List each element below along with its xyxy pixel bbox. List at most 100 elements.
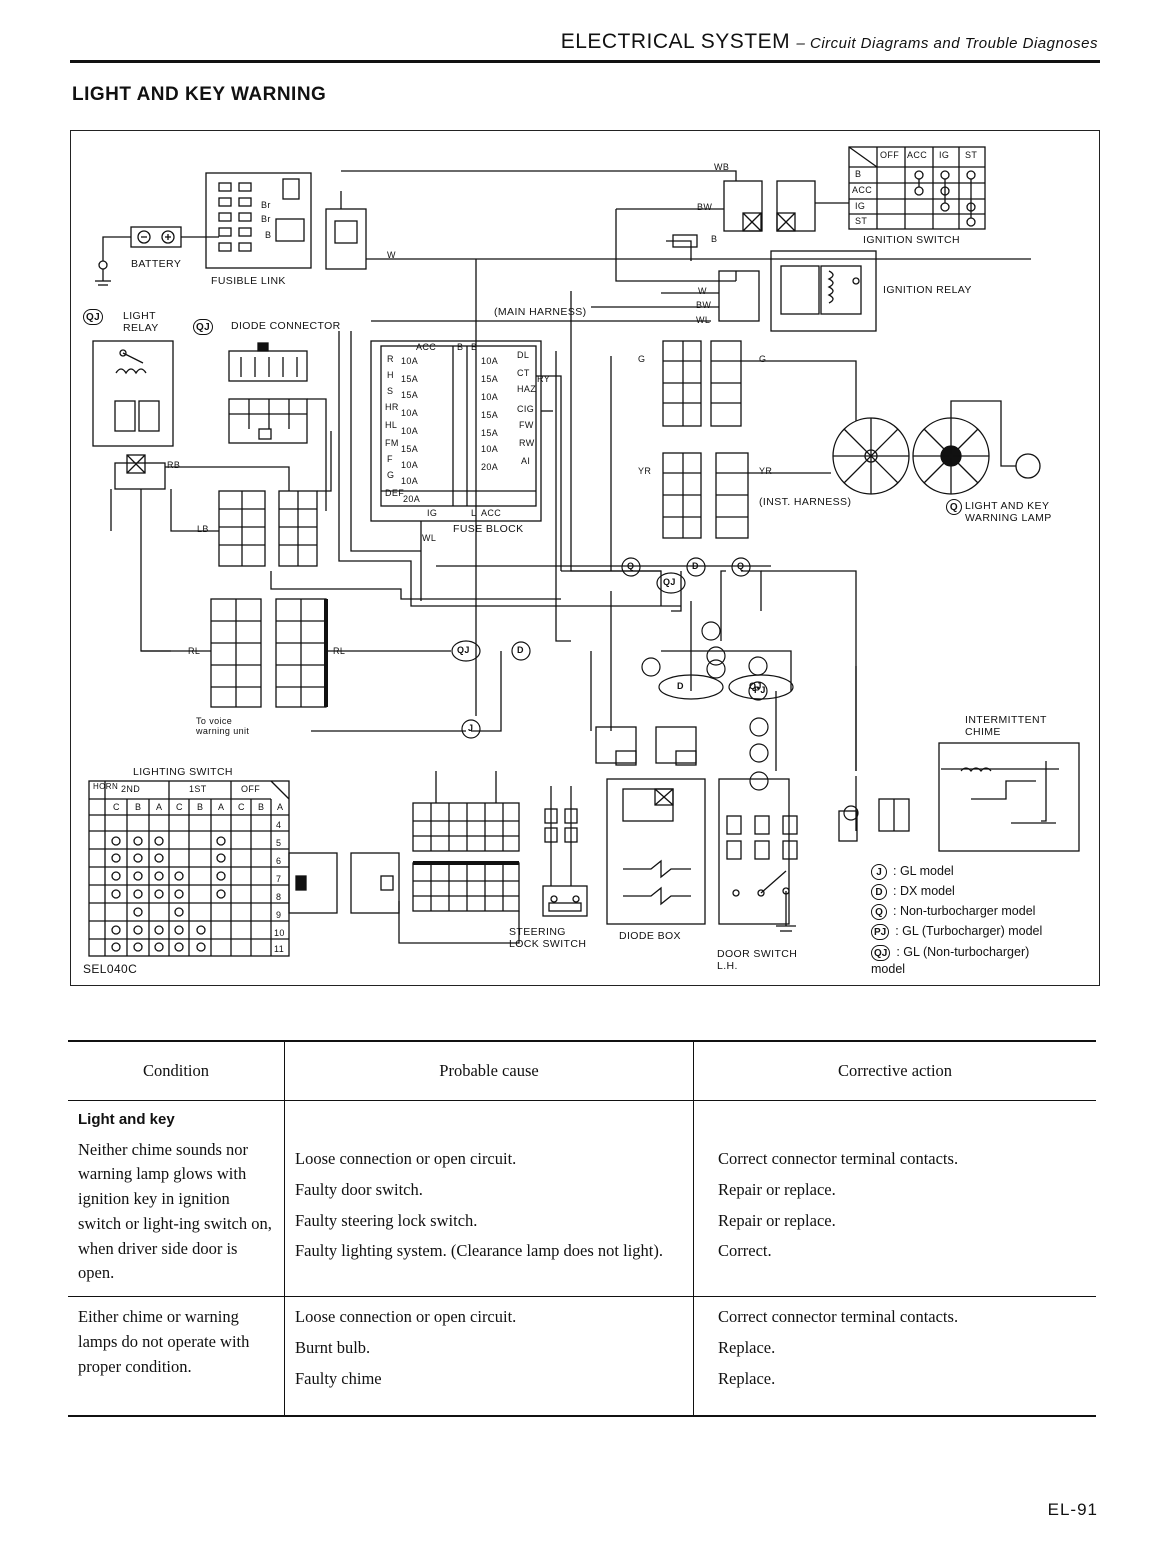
tag-d-2: D — [517, 645, 524, 655]
wire-b: B — [711, 234, 718, 244]
ls-1st: 1ST — [189, 784, 207, 794]
connector-block — [325, 208, 367, 270]
qj-tag: QJ — [193, 319, 214, 335]
legend-d: D: DX model — [871, 884, 955, 900]
ls-a3: A — [277, 802, 284, 812]
tag-qj-2: QJ — [457, 645, 470, 655]
battery-symbol — [95, 226, 182, 286]
fuse-r-amp-3: 10A — [481, 392, 499, 402]
table-row: Light and key Neither chime sounds nor w… — [68, 1100, 1096, 1297]
wire-wl: WL — [696, 315, 711, 325]
condition-text: Either chime or warning lamps do not ope… — [78, 1307, 250, 1376]
fuse-g-amp: 10A — [401, 476, 419, 486]
page-header: ELECTRICAL SYSTEM – Circuit Diagrams and… — [0, 30, 1098, 54]
tag-j: J — [468, 723, 474, 733]
ls-a1: A — [156, 802, 163, 812]
fuse-f-amp: 10A — [401, 460, 419, 470]
fuse-s: S — [387, 386, 394, 396]
fuse-acc: ACC — [416, 342, 437, 352]
fusible-link-label: FUSIBLE LINK — [211, 275, 286, 287]
fuse-ai: AI — [521, 456, 531, 466]
tag-pj: PJ — [754, 685, 766, 695]
ign-row-b: B — [855, 169, 862, 179]
fuse-top-b2: B — [471, 342, 478, 352]
ls-2nd: 2ND — [121, 784, 141, 794]
diode-connector — [228, 342, 308, 444]
condition-text: Neither chime sounds nor warning lamp gl… — [78, 1139, 272, 1283]
fuse-hl-amp: 10A — [401, 426, 419, 436]
section-title: LIGHT AND KEY WARNING — [72, 84, 327, 105]
ls-row-5: 5 — [276, 838, 282, 848]
lamp-tag: Q — [946, 499, 968, 515]
ign-row-acc: ACC — [852, 185, 873, 195]
connector-tags — [451, 557, 859, 821]
diode-box-label: DIODE BOX — [619, 930, 681, 942]
ls-horn: HORN — [93, 782, 119, 791]
ls-off: OFF — [241, 784, 261, 794]
voice-unit-label: To voice warning unit — [196, 716, 250, 736]
fusible-link-symbol — [181, 172, 312, 269]
fuse-rw: RW — [519, 438, 535, 448]
legend-pj-badge: PJ — [871, 924, 890, 940]
wire-bw2: BW — [696, 300, 712, 310]
legend-q-text: : Non-turbocharger model — [893, 904, 1036, 918]
ign-row-st: ST — [855, 216, 868, 226]
ls-a2: A — [218, 802, 225, 812]
condition-cell: Light and key Neither chime sounds nor w… — [68, 1100, 285, 1297]
ls-row-11: 11 — [274, 944, 285, 954]
wire-yr2: YR — [759, 466, 773, 476]
qj-tag: QJ — [83, 309, 104, 325]
tag-q: Q — [627, 561, 635, 571]
cause-item: Faulty chime — [295, 1368, 382, 1388]
light-relay — [92, 340, 174, 447]
fuse-r-amp-4: 15A — [481, 410, 499, 420]
wire-w2: W — [698, 286, 707, 296]
fuse-hl: HL — [385, 420, 398, 430]
wire-br: Br — [261, 200, 271, 210]
cause-item: Faulty lighting system. (Clearance lamp … — [295, 1241, 663, 1261]
fuse-def: DEF — [385, 488, 405, 498]
fuse-h: H — [387, 370, 394, 380]
fuse-r-amp-7: 20A — [481, 462, 499, 472]
legend-j-text: : GL model — [893, 864, 954, 878]
steering-lock-label: STEERING LOCK SWITCH — [509, 926, 587, 950]
light-relay-label: LIGHT RELAY — [123, 310, 159, 334]
chime-label: INTERMITTENT CHIME — [965, 714, 1047, 738]
ign-head-off: OFF — [880, 150, 900, 160]
tag-d: D — [677, 681, 684, 691]
wire-wb: WB — [714, 162, 730, 172]
fuse-r-amp-5: 15A — [481, 428, 499, 438]
fuse-hr-amp: 10A — [401, 408, 419, 418]
fuse-ct: CT — [517, 368, 530, 378]
tag-d-3: D — [692, 561, 699, 571]
fuse-hr: HR — [385, 402, 399, 412]
legend-pj: PJ: GL (Turbocharger) model — [871, 924, 1042, 940]
action-item: Correct connector terminal contacts. — [718, 1307, 959, 1326]
wire-yr: YR — [638, 466, 652, 476]
fuse-cig: CIG — [517, 404, 535, 414]
ls-b3: B — [258, 802, 265, 812]
wire-rl2: RL — [333, 646, 346, 656]
tag-qj-3: QJ — [663, 577, 676, 587]
fuse-bottom-l: L — [471, 508, 477, 518]
ref-code: SEL040C — [83, 962, 138, 976]
ls-row-9: 9 — [276, 910, 282, 920]
ls-c3: C — [238, 802, 245, 812]
cause-cell: Loose connection or open circuit. Faulty… — [284, 1100, 694, 1297]
cause-item: Burnt bulb. — [295, 1337, 371, 1357]
battery-label: BATTERY — [131, 258, 182, 270]
table-header-row: Condition Probable cause Corrective acti… — [68, 1040, 1096, 1101]
header-corrective-action: Corrective action — [693, 1040, 1096, 1101]
lighting-switch-label: LIGHTING SWITCH — [133, 766, 233, 778]
action-item: Replace. — [718, 1337, 776, 1357]
condition-cell: Either chime or warning lamps do not ope… — [68, 1296, 285, 1417]
ign-head-st: ST — [965, 150, 978, 160]
action-item: Correct. — [718, 1241, 772, 1261]
ls-row-4: 4 — [276, 820, 282, 830]
fuse-r: R — [387, 354, 394, 364]
fuse-bottom-ig: IG — [427, 508, 438, 518]
ls-b1: B — [135, 802, 142, 812]
ls-row-6: 6 — [276, 856, 282, 866]
lamp-g-marker — [1015, 453, 1041, 479]
fuse-r-amp: 10A — [401, 356, 419, 366]
